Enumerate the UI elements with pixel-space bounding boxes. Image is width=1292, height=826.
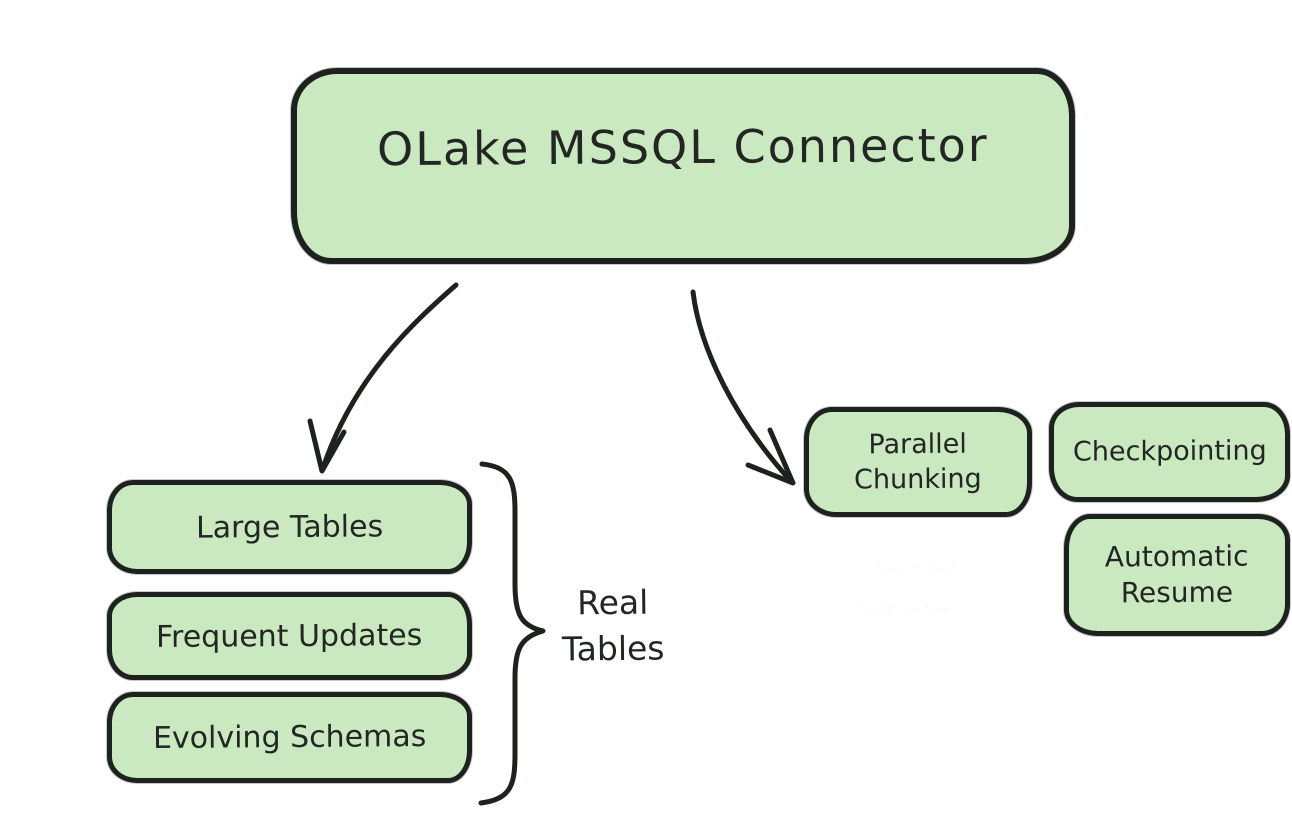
node-label: Parallel Chunking — [854, 428, 983, 496]
node-label: Frequent Updates — [156, 617, 423, 655]
curly-brace-icon — [478, 461, 546, 806]
faded-text-artifact: ·…– …·… — [857, 596, 953, 616]
arrow-right-icon — [690, 289, 796, 486]
node-label: Automatic Resume — [1104, 539, 1249, 610]
node-automatic-resume: Automatic Resume — [1064, 514, 1290, 636]
faded-text-artifact: ·… – …· — [875, 555, 961, 575]
node-frequent-updates: Frequent Updates — [107, 592, 472, 680]
node-label: Large Tables — [195, 508, 384, 546]
node-olake-mssql-connector: OLake MSSQL Connector — [291, 68, 1075, 264]
node-label: OLake MSSQL Connector — [376, 117, 990, 177]
brace-annotation-real-tables: Real Tables — [561, 582, 665, 669]
node-label: Evolving Schemas — [152, 719, 427, 756]
arrow-left-icon — [307, 282, 459, 474]
node-large-tables: Large Tables — [107, 480, 472, 574]
node-parallel-chunking: Parallel Chunking — [804, 407, 1032, 517]
node-checkpointing: Checkpointing — [1049, 402, 1290, 502]
node-evolving-schemas: Evolving Schemas — [107, 692, 472, 783]
node-label: Checkpointing — [1072, 435, 1267, 469]
